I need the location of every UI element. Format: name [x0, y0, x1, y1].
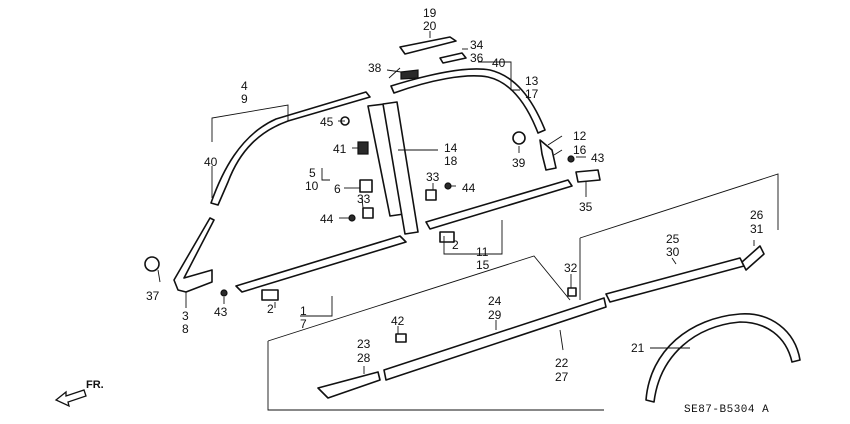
callout-13: 13: [525, 74, 539, 88]
front-direction-arrow: FR.: [54, 379, 104, 408]
front-door-belt-molding: [235, 235, 407, 293]
callout-37: 37: [146, 289, 160, 303]
screw-43b: [220, 289, 228, 297]
direction-label: FR.: [86, 379, 104, 391]
wheel-arch-molding: [645, 313, 801, 403]
drawing-code: SE87-B5304 A: [684, 404, 769, 416]
clip-38: [400, 69, 419, 80]
callout-44-left: 44: [320, 212, 334, 226]
clip-41: [357, 141, 369, 155]
clip-35: [575, 169, 601, 183]
callout-11: 11: [476, 245, 489, 259]
callout-33-right: 33: [426, 170, 440, 184]
callout-42: 42: [391, 314, 405, 328]
center-pillar-garnish-rear: [382, 101, 419, 235]
side-molding-end: [741, 245, 765, 271]
arrow-left-icon: [54, 389, 87, 408]
callout-16: 16: [573, 143, 587, 157]
callout-2-rear: 2: [452, 238, 459, 252]
callout-28: 28: [357, 351, 371, 365]
callout-22: 22: [555, 356, 569, 370]
callout-2-front: 2: [267, 302, 274, 316]
clip-39: [512, 131, 526, 145]
callout-44-right: 44: [462, 181, 476, 195]
callout-29: 29: [488, 308, 502, 322]
callout-25: 25: [666, 232, 680, 246]
callout-35: 35: [579, 200, 593, 214]
callout-10: 10: [305, 179, 319, 193]
callout-31: 31: [750, 222, 764, 236]
callout-39: 39: [512, 156, 526, 170]
callout-5: 5: [309, 166, 316, 180]
callout-40-left: 40: [204, 155, 218, 169]
callout-14: 14: [444, 141, 458, 155]
callout-43-right: 43: [591, 151, 605, 165]
rear-sash-top-molding: [399, 36, 457, 55]
clip-42: [395, 333, 407, 343]
callout-33-left: 33: [357, 192, 371, 206]
callout-36: 36: [470, 51, 484, 65]
clip-33a: [362, 207, 374, 219]
callout-9: 9: [241, 92, 248, 106]
callout-43-left: 43: [214, 305, 228, 319]
side-molding-front: [383, 297, 607, 381]
clip-33b: [425, 189, 437, 201]
callout-15: 15: [476, 258, 490, 272]
callout-27: 27: [555, 370, 569, 384]
fastener-37: [144, 256, 160, 272]
side-molding-front-end: [317, 371, 381, 399]
screw-43a: [567, 155, 575, 163]
callout-30: 30: [666, 245, 680, 259]
roof-molding-front: [210, 91, 371, 206]
callout-23: 23: [357, 337, 371, 351]
callout-40-top: 40: [492, 56, 506, 70]
callout-26: 26: [750, 208, 764, 222]
callout-34: 34: [470, 38, 484, 52]
callout-24: 24: [488, 294, 502, 308]
callout-6: 6: [334, 182, 341, 196]
side-molding-rear: [605, 257, 745, 303]
callout-41: 41: [333, 142, 347, 156]
callout-21: 21: [631, 341, 645, 355]
corner-piece: [539, 139, 557, 171]
rear-door-belt-molding: [425, 179, 573, 230]
a-pillar-molding: [173, 217, 215, 293]
callout-18: 18: [444, 154, 458, 168]
clip-34: [439, 52, 467, 64]
callout-20: 20: [423, 19, 437, 33]
callout-8: 8: [182, 322, 189, 336]
callout-45: 45: [320, 115, 334, 129]
callout-3: 3: [182, 309, 189, 323]
callout-1: 1: [300, 304, 307, 318]
callout-17: 17: [525, 87, 539, 101]
callout-7: 7: [300, 317, 307, 331]
callout-12: 12: [573, 129, 587, 143]
clip-2-front: [261, 289, 279, 301]
clip-32: [567, 287, 577, 297]
clip-2-rear: [439, 231, 455, 243]
clip-6: [359, 179, 373, 193]
callout-32: 32: [564, 261, 578, 275]
callout-38: 38: [368, 61, 382, 75]
callout-19: 19: [423, 6, 437, 20]
callout-4: 4: [241, 79, 248, 93]
roof-molding-rear: [390, 68, 546, 134]
